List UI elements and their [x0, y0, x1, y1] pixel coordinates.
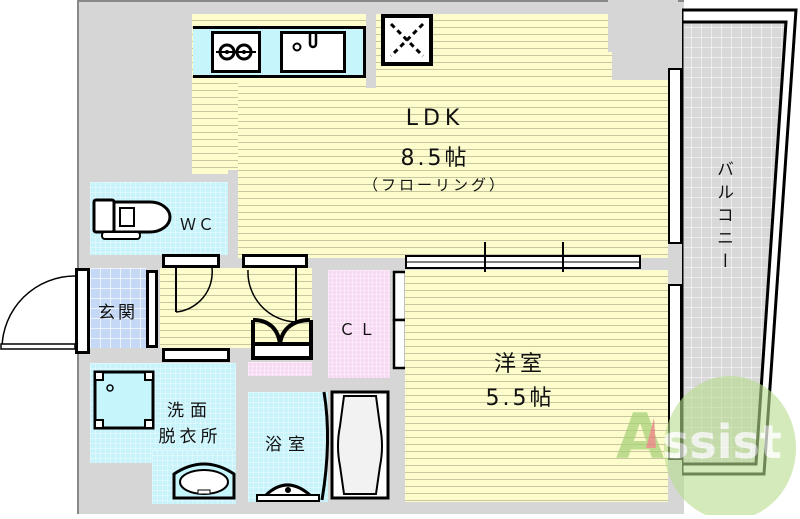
shoe-cabinet-icon: [250, 318, 314, 362]
front-door-swing: [0, 274, 77, 350]
western-room-name: 洋室: [493, 352, 546, 377]
ldk-window[interactable]: [668, 68, 682, 244]
front-door[interactable]: [75, 268, 90, 354]
wc-right-wall: [228, 170, 238, 262]
shoe-storage-floor: [248, 362, 312, 376]
washroom-label-line1: 洗面: [167, 401, 213, 421]
toilet-icon: [92, 197, 172, 243]
ldk-room-size: 8.5帖: [400, 146, 470, 171]
washroom-label-line2: 脱衣所: [158, 427, 222, 447]
wc-door-swing: [172, 267, 213, 313]
kitchen-divider: [366, 14, 376, 88]
ldk-floor-type: （フローリング）: [362, 176, 507, 194]
ldk-top-right-wall: [608, 0, 678, 52]
ldk-room-name: LDK: [405, 106, 465, 131]
assist-watermark: A ssist: [610, 358, 800, 519]
bathroom-label: 浴室: [265, 435, 311, 455]
western-room-floor: [405, 270, 668, 502]
corridor-floor: [160, 268, 312, 348]
svg-text:A: A: [616, 400, 664, 473]
western-room-size: 5.5帖: [485, 386, 555, 411]
ldk-door[interactable]: [242, 254, 308, 268]
stove-icon: [211, 31, 261, 73]
closet-label: ＣＬ: [338, 320, 379, 339]
closet-floor: [328, 270, 390, 378]
ldk-floor-lower: [238, 80, 668, 258]
balcony: [680, 8, 798, 478]
ldk-door-swing: [246, 268, 302, 324]
washing-machine-icon: [93, 370, 155, 430]
balcony-label-text: バルコニー: [713, 160, 733, 275]
entrance-step: [146, 270, 158, 348]
wc-door[interactable]: [162, 254, 220, 268]
wc-room-name: ＷＣ: [179, 215, 216, 234]
sliding-partition[interactable]: [405, 242, 641, 272]
ventilation-fan-icon: [381, 14, 433, 66]
sink-icon: [280, 30, 346, 73]
entrance-label: 玄関: [98, 303, 138, 323]
vanity-basin-icon: [172, 456, 236, 500]
washroom-door[interactable]: [162, 348, 230, 362]
bathtub-icon: [318, 390, 390, 502]
entrance-floor: [90, 268, 146, 348]
balcony-label: バルコニー: [712, 160, 736, 275]
shower-icon: [255, 478, 321, 502]
svg-text:ssist: ssist: [662, 415, 782, 469]
